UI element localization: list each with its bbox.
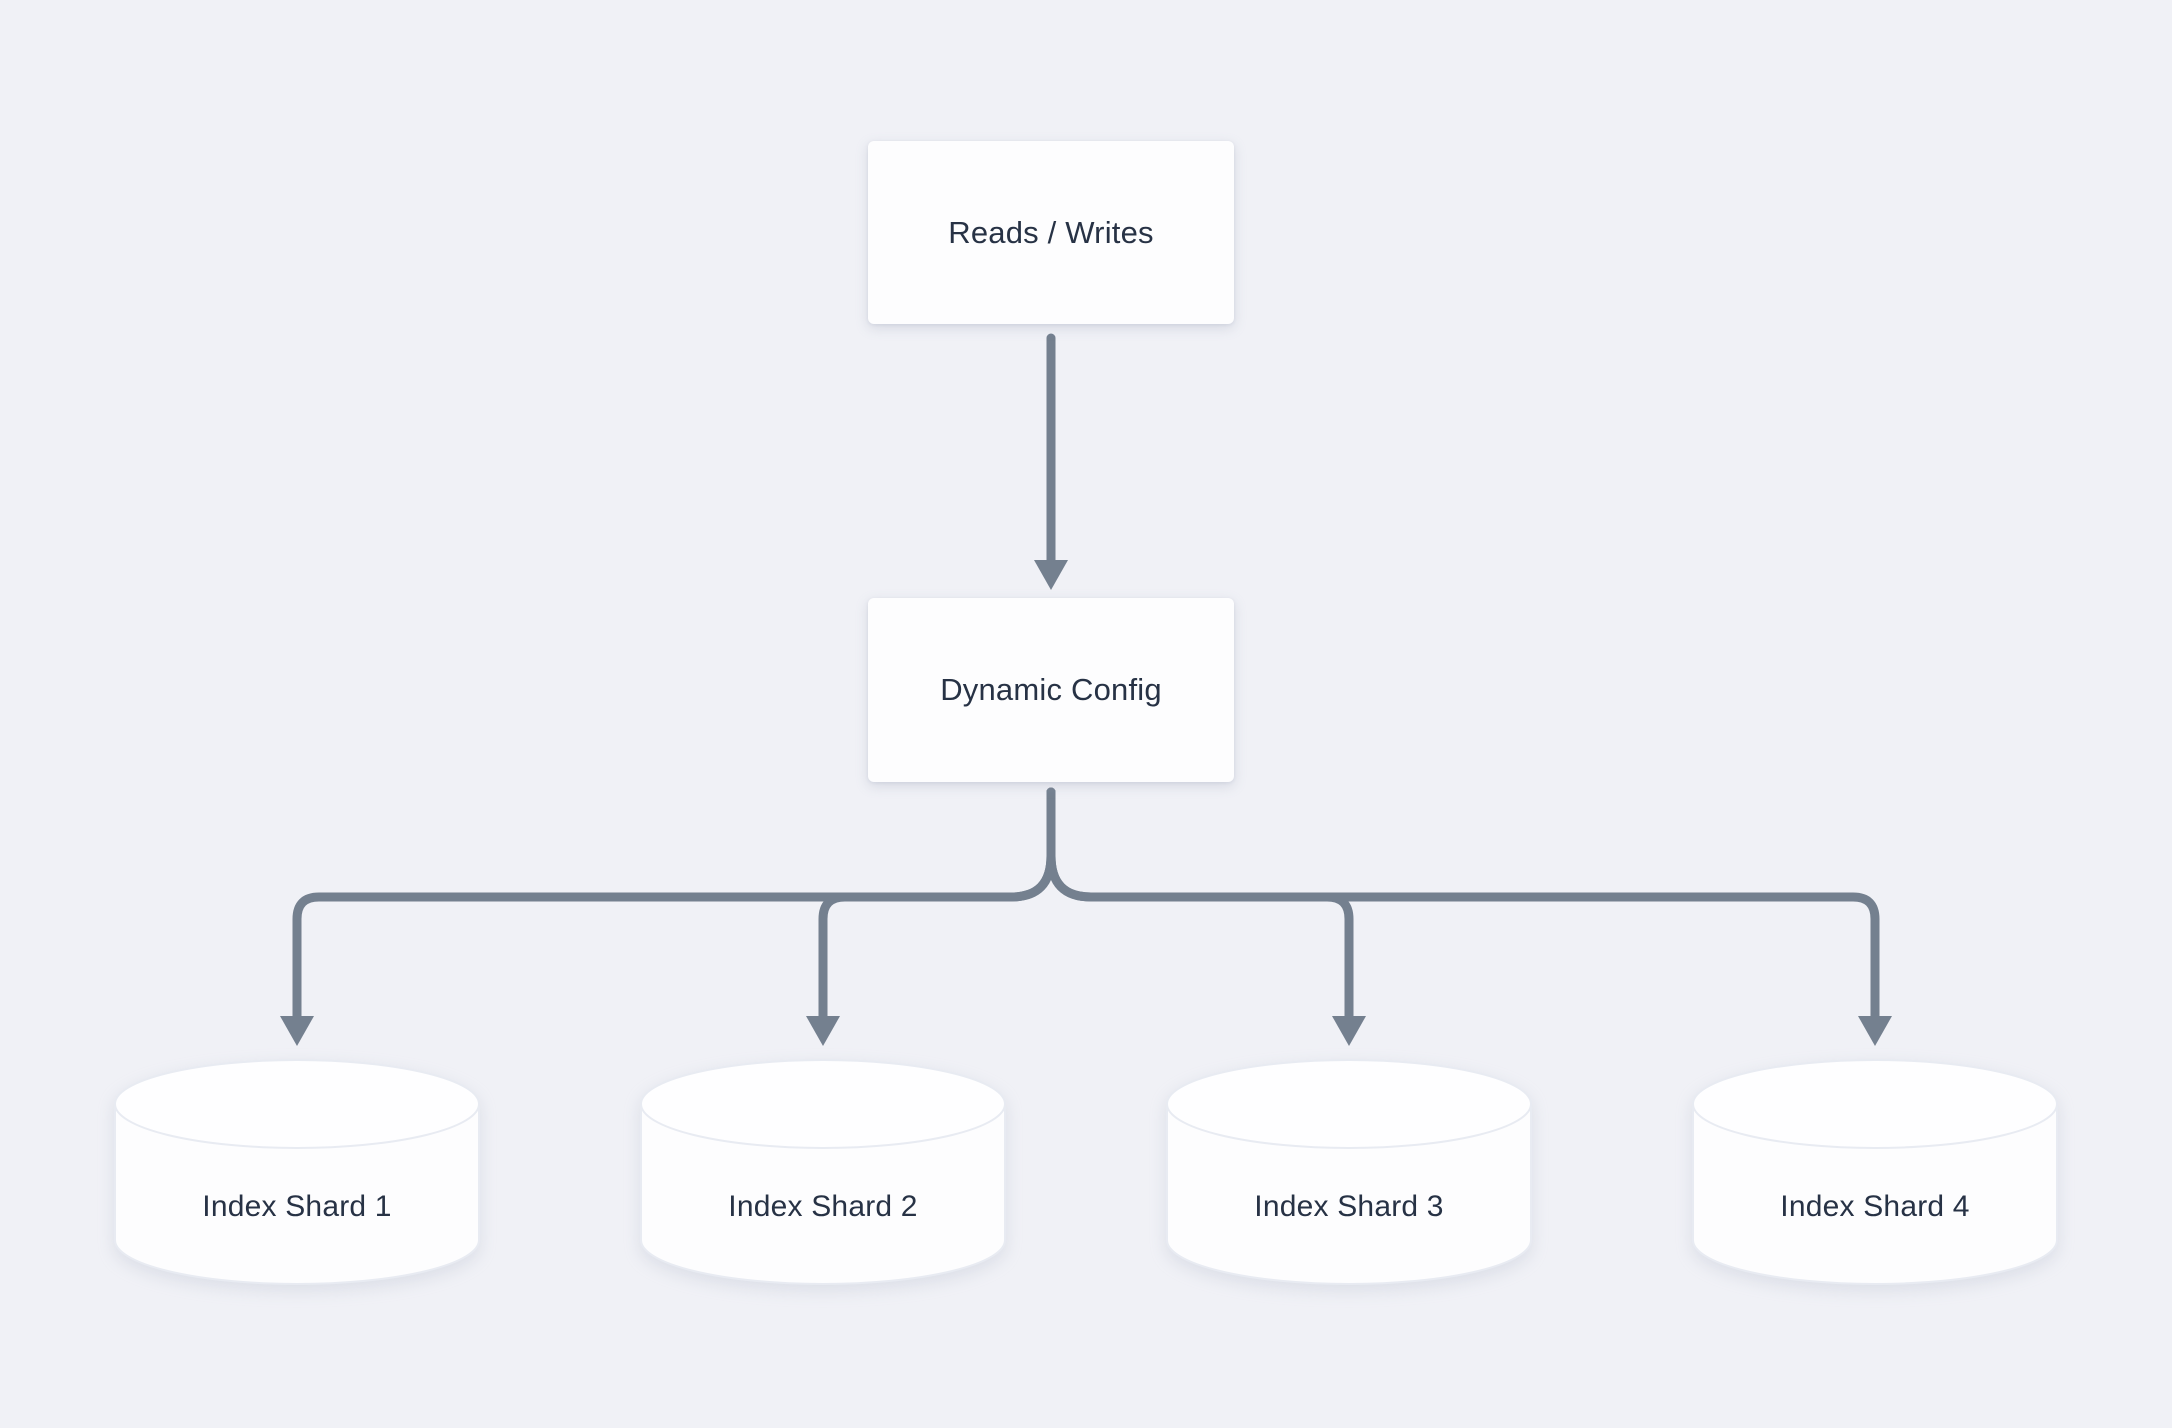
node-reads-writes-label: Reads / Writes <box>948 214 1154 250</box>
arrowhead-config <box>1034 560 1068 590</box>
node-reads-writes: Reads / Writes <box>868 141 1234 324</box>
node-index-shard-2-label: Index Shard 2 <box>728 1190 918 1223</box>
node-dynamic-config: Dynamic Config <box>868 598 1234 782</box>
node-index-shard-1: Index Shard 1 <box>113 1058 481 1286</box>
arrowhead-shard-1 <box>280 1016 314 1046</box>
node-index-shard-1-label: Index Shard 1 <box>202 1190 392 1223</box>
edge-config-to-shard-2 <box>818 787 1056 1021</box>
cylinder-shape <box>1691 1059 2059 1285</box>
node-index-shard-2: Index Shard 2 <box>639 1058 1007 1286</box>
node-index-shard-4: Index Shard 4 <box>1691 1058 2059 1286</box>
edge-config-to-shard-1 <box>292 787 1056 1021</box>
arrowhead-shard-2 <box>806 1016 840 1046</box>
cylinder-shape <box>1165 1059 1533 1285</box>
edge-config-to-shard-3 <box>1046 787 1354 1021</box>
cylinder-shape <box>113 1059 481 1285</box>
arrowhead-shard-4 <box>1858 1016 1892 1046</box>
node-dynamic-config-label: Dynamic Config <box>940 672 1162 707</box>
node-index-shard-4-label: Index Shard 4 <box>1780 1190 1970 1223</box>
cylinder-shape <box>639 1059 1007 1285</box>
arrowhead-shard-3 <box>1332 1016 1366 1046</box>
edge-config-to-shard-4 <box>1046 787 1880 1021</box>
node-index-shard-3-label: Index Shard 3 <box>1254 1190 1444 1223</box>
node-index-shard-3: Index Shard 3 <box>1165 1058 1533 1286</box>
